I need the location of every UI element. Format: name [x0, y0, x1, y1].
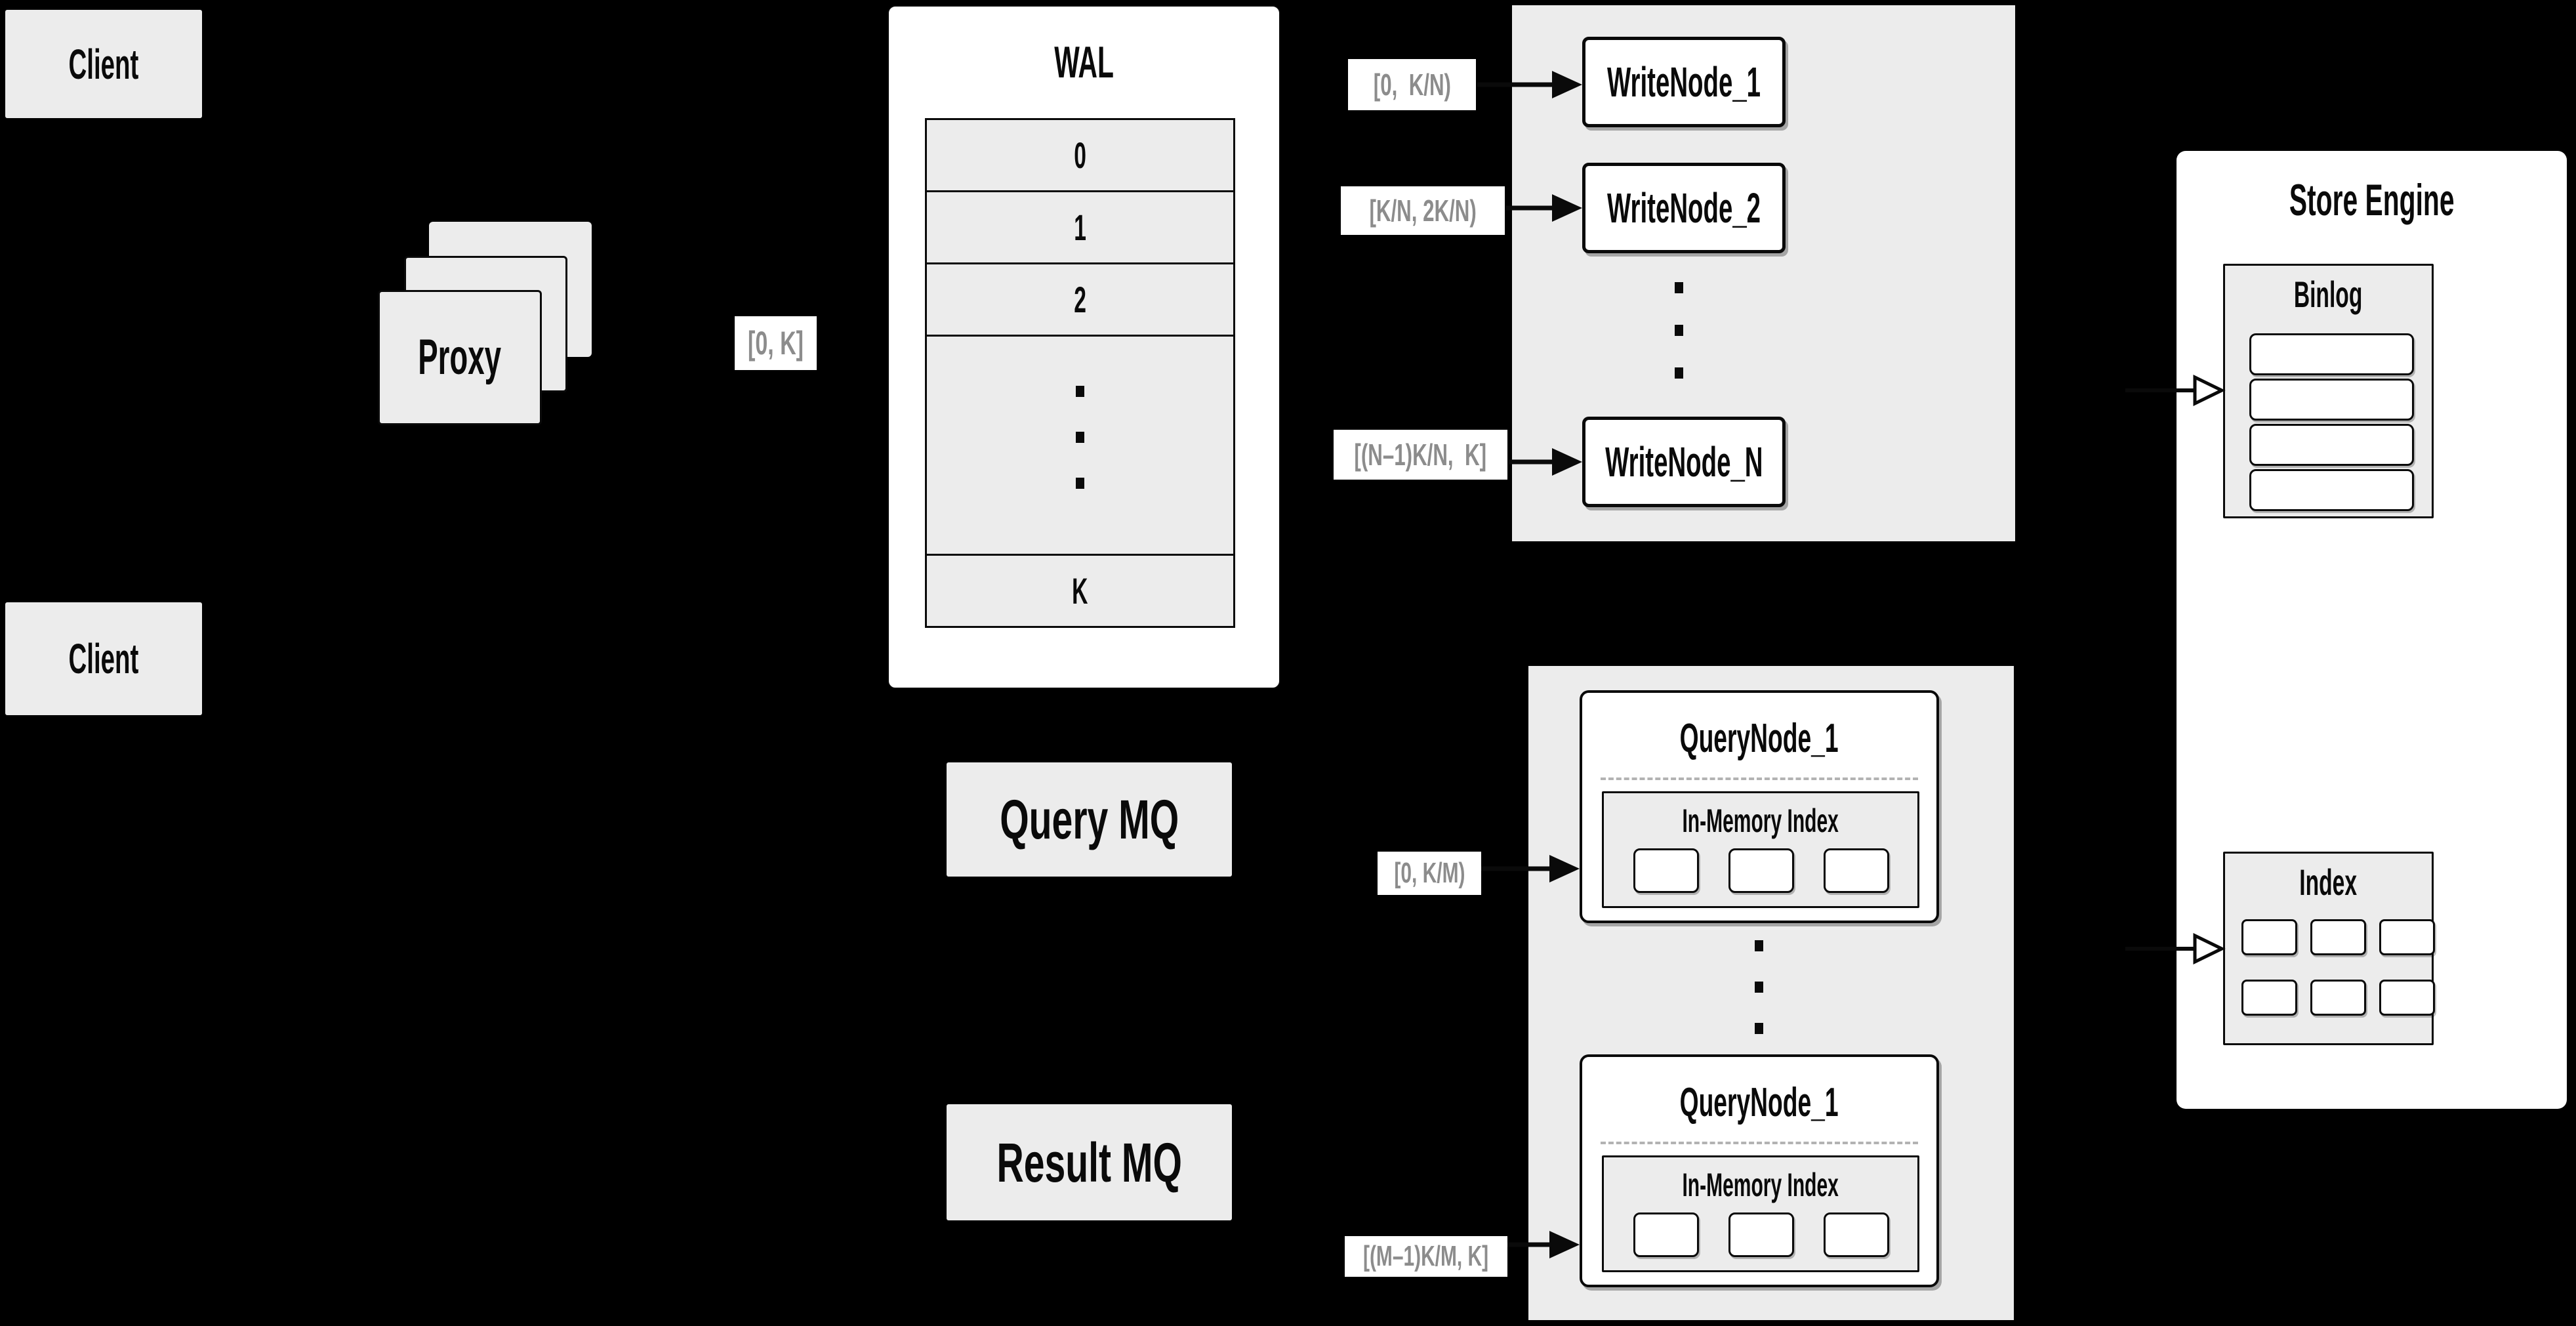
wal-ellipsis-dot — [1076, 386, 1084, 397]
writenode-1-label: WriteNode_1 — [1606, 58, 1761, 106]
wal-row-0-label: 0 — [1074, 134, 1086, 176]
range-label-write-3: [(N–1)K/N, K] — [1334, 430, 1507, 480]
arrow-to-writenode-2 — [1506, 194, 1582, 222]
binlog-row — [2249, 469, 2414, 511]
wal-row-1-label: 1 — [1074, 206, 1086, 248]
wal-row-0: 0 — [925, 118, 1235, 192]
querynode-1-inmemory-label: In-Memory Index — [1682, 802, 1839, 839]
store-engine-title-row: Store Engine — [2177, 171, 2567, 230]
binlog-box: Binlog — [2223, 264, 2434, 518]
querynode-1-divider — [1601, 777, 1918, 780]
range-label-write-1-text: [0, K/N) — [1373, 68, 1451, 102]
range-label-query-1-text: [0, K/M) — [1393, 857, 1465, 889]
querynode-2-box: QueryNode_1 In-Memory Index — [1580, 1054, 1939, 1287]
range-label-client-to-wal: [0, K] — [735, 316, 817, 370]
index-segment — [2379, 980, 2435, 1016]
wal-title: WAL — [1054, 37, 1114, 87]
querynode-1-box: QueryNode_1 In-Memory Index — [1580, 690, 1939, 923]
querynode-ellipsis-dot — [1755, 940, 1763, 951]
index-box: Index — [2223, 852, 2435, 1045]
writenode-ellipsis-dot — [1675, 367, 1683, 379]
querynode-ellipsis-dot — [1755, 1023, 1763, 1034]
range-label-client-to-wal-text: [0, K] — [748, 325, 804, 362]
query-mq-label: Query MQ — [1000, 789, 1179, 850]
querynode-2-inmemory-label: In-Memory Index — [1682, 1167, 1839, 1203]
wal-row-2: 2 — [925, 262, 1235, 337]
wal-ellipsis-dot — [1076, 478, 1084, 489]
arrow-to-binlog — [2125, 374, 2226, 407]
inmemory-segment — [1824, 848, 1889, 893]
range-label-write-2: [K/N, 2K/N) — [1341, 186, 1505, 235]
arrow-to-querynode-2 — [1507, 1231, 1580, 1258]
proxy-card-front: Proxy — [378, 290, 542, 425]
index-segment — [2310, 980, 2366, 1016]
querynode-1-inmemory-box: In-Memory Index — [1602, 791, 1919, 908]
wal-row-1: 1 — [925, 190, 1235, 264]
client-top-label: Client — [68, 40, 139, 88]
result-mq-box: Result MQ — [947, 1104, 1232, 1220]
writenode-2-box: WriteNode_2 — [1582, 163, 1786, 253]
binlog-row — [2249, 424, 2414, 466]
range-label-query-1: [0, K/M) — [1378, 852, 1481, 895]
index-title: Index — [2299, 861, 2358, 903]
querynode-1-title-row: QueryNode_1 — [1582, 713, 1936, 765]
querynode-2-divider — [1601, 1142, 1918, 1144]
binlog-row — [2249, 333, 2414, 375]
result-mq-label: Result MQ — [996, 1131, 1182, 1193]
inmemory-title-row: In-Memory Index — [1604, 1165, 1917, 1205]
range-label-write-3-text: [(N–1)K/N, K] — [1354, 438, 1487, 472]
arrow-to-querynode-1 — [1481, 855, 1580, 882]
wal-title-row: WAL — [889, 33, 1279, 92]
store-engine-box: Store Engine Binlog Index — [2177, 151, 2567, 1109]
range-label-write-1: [0, K/N) — [1348, 59, 1476, 110]
writenode-2-label: WriteNode_2 — [1606, 184, 1761, 232]
writenode-ellipsis-dot — [1675, 282, 1683, 293]
client-box-bottom: Client — [5, 602, 202, 715]
inmemory-segment — [1633, 1212, 1699, 1257]
writenode-ellipsis-dot — [1675, 325, 1683, 336]
inmemory-title-row: In-Memory Index — [1604, 801, 1917, 840]
querynode-2-title: QueryNode_1 — [1680, 1080, 1839, 1125]
inmemory-segment — [1633, 848, 1699, 893]
writenode-1-box: WriteNode_1 — [1582, 37, 1786, 127]
client-bottom-label: Client — [68, 635, 139, 682]
proxy-label: Proxy — [418, 329, 502, 385]
wal-row-k: K — [925, 554, 1235, 628]
range-label-query-2: [(M–1)K/M, K] — [1345, 1236, 1507, 1277]
range-label-write-2-text: [K/N, 2K/N) — [1369, 194, 1477, 228]
arrow-to-index — [2125, 932, 2226, 965]
inmemory-segment — [1728, 848, 1794, 893]
client-box-top: Client — [5, 10, 202, 118]
inmemory-segment — [1824, 1212, 1889, 1257]
querynode-2-title-row: QueryNode_1 — [1582, 1077, 1936, 1129]
wal-ellipsis-dot — [1076, 432, 1084, 443]
querynode-2-inmemory-box: In-Memory Index — [1602, 1155, 1919, 1272]
wal-row-2-label: 2 — [1074, 278, 1086, 320]
querynode-1-title: QueryNode_1 — [1680, 716, 1839, 761]
index-segment — [2310, 919, 2366, 955]
range-label-query-2-text: [(M–1)K/M, K] — [1363, 1240, 1489, 1272]
wal-row-k-label: K — [1072, 570, 1088, 611]
arrow-to-writenode-n — [1509, 448, 1582, 476]
binlog-title-row: Binlog — [2225, 275, 2432, 314]
writenode-n-label: WriteNode_N — [1605, 438, 1763, 486]
binlog-row — [2249, 379, 2414, 421]
querynode-ellipsis-dot — [1755, 982, 1763, 993]
binlog-title: Binlog — [2294, 274, 2363, 315]
query-mq-box: Query MQ — [947, 762, 1232, 877]
writenode-n-box: WriteNode_N — [1582, 417, 1786, 507]
inmemory-segment — [1728, 1212, 1794, 1257]
index-segment — [2241, 919, 2297, 955]
wal-row-ellipsis — [925, 335, 1235, 556]
index-segment — [2241, 980, 2297, 1016]
index-segment — [2379, 919, 2435, 955]
arrow-to-writenode-1 — [1477, 71, 1582, 98]
store-engine-title: Store Engine — [2289, 175, 2455, 225]
index-title-row: Index — [2225, 863, 2432, 902]
